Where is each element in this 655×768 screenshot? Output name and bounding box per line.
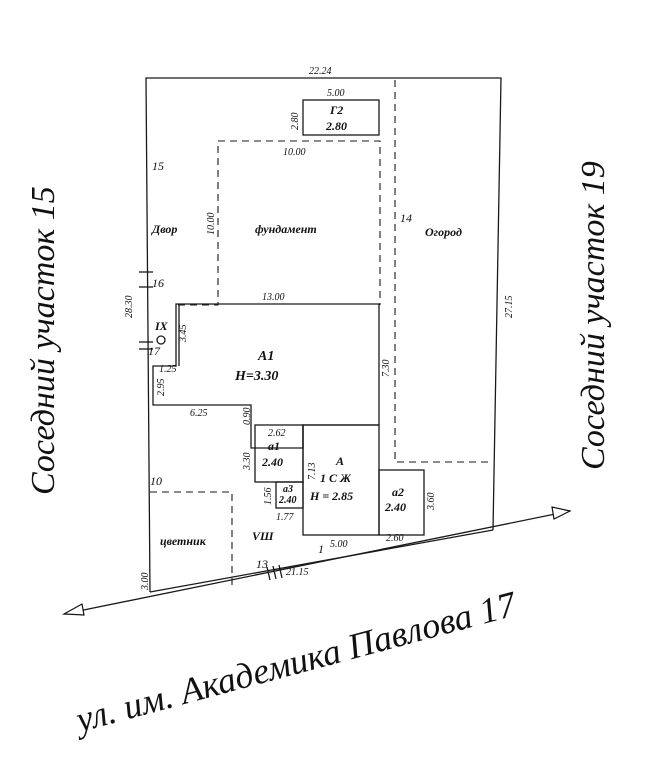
foundation-outline — [178, 140, 381, 306]
dim-small-v: 0.90 — [242, 408, 253, 426]
zone-dvor-label: Двор — [151, 222, 177, 236]
a1-name: А1 — [257, 349, 274, 364]
street-arrow — [61, 506, 572, 616]
dim-a1-bottom: 6.25 — [190, 408, 208, 419]
zone-foundation-label: фундамент — [255, 222, 317, 236]
lot-front-line — [149, 529, 494, 593]
point-marker — [156, 335, 166, 345]
g2-value: 2.80 — [325, 119, 347, 133]
neighbor-left-label: Соседний участок 15 — [25, 186, 62, 495]
a1-small-value: 2.40 — [261, 455, 283, 469]
point-10: 10 — [150, 474, 162, 488]
point-13: 13 — [256, 557, 268, 571]
point-1: 1 — [318, 542, 324, 556]
flowerbed-outline — [150, 491, 233, 585]
dim-a-bottom: 5.00 — [330, 539, 348, 550]
lot-boundary — [145, 77, 502, 593]
point-16: 16 — [152, 276, 164, 290]
a-height: Н = 2.85 — [309, 489, 353, 503]
zone-garden-label: Огород — [425, 225, 462, 239]
garden-zone-outline — [394, 80, 488, 463]
dim-top: 22.24 — [309, 66, 332, 77]
dim-a3-h: 1.56 — [263, 488, 274, 506]
building-g2 — [302, 99, 380, 136]
dim-right: 27.15 — [504, 296, 515, 319]
street-label: ул. им. Академика Павлова 17 — [69, 583, 522, 740]
a1-small-name: а1 — [268, 439, 280, 453]
dim-g2-w: 5.00 — [327, 88, 345, 99]
a-name: А — [335, 454, 344, 468]
dim-a1s-h: 3.30 — [242, 453, 253, 472]
dim-fund-h: 10.00 — [206, 213, 217, 236]
a3-name: а3 — [283, 484, 293, 495]
g2-name: Г2 — [329, 103, 343, 117]
dim-left-bottom: 3.00 — [140, 573, 151, 592]
dim-a1-w: 13.00 — [262, 292, 285, 303]
dim-a-side: 7.13 — [307, 463, 318, 481]
dim-left: 28.30 — [124, 296, 135, 319]
point-15: 15 — [152, 159, 164, 173]
dim-a1-right: 7.30 — [381, 360, 392, 378]
a-floors: 1 С Ж — [320, 471, 352, 485]
dim-a2-h: 3.60 — [426, 493, 437, 512]
dim-a3-w: 1.77 — [276, 512, 295, 523]
a1-height: Н=3.30 — [234, 369, 278, 384]
point-17: 17 — [148, 344, 161, 358]
point-14: 14 — [400, 211, 412, 225]
dim-bottom: 21.15 — [286, 567, 309, 578]
dim-a1s-w: 2.62 — [268, 428, 286, 439]
neighbor-right-label: Соседний участок 19 — [575, 161, 612, 470]
ix-label: IX — [154, 319, 169, 333]
dim-notch-w: 1.25 — [159, 364, 177, 375]
dim-fund-w: 10.00 — [283, 147, 306, 158]
a2-name: а2 — [392, 485, 404, 499]
building-a2 — [378, 469, 425, 536]
a3-value: 2.40 — [278, 495, 297, 506]
dim-ix-h: 3.45 — [178, 325, 189, 344]
a2-value: 2.40 — [384, 500, 406, 514]
dim-g2-h: 2.80 — [290, 113, 301, 131]
building-a1 — [152, 303, 380, 449]
zone-flowerbed-label: цветник — [160, 534, 207, 548]
dim-a2-bottom: 2.60 — [386, 533, 404, 544]
dim-notch-h: 2.95 — [156, 379, 167, 397]
zone-vsh-label: VШ — [252, 529, 274, 543]
